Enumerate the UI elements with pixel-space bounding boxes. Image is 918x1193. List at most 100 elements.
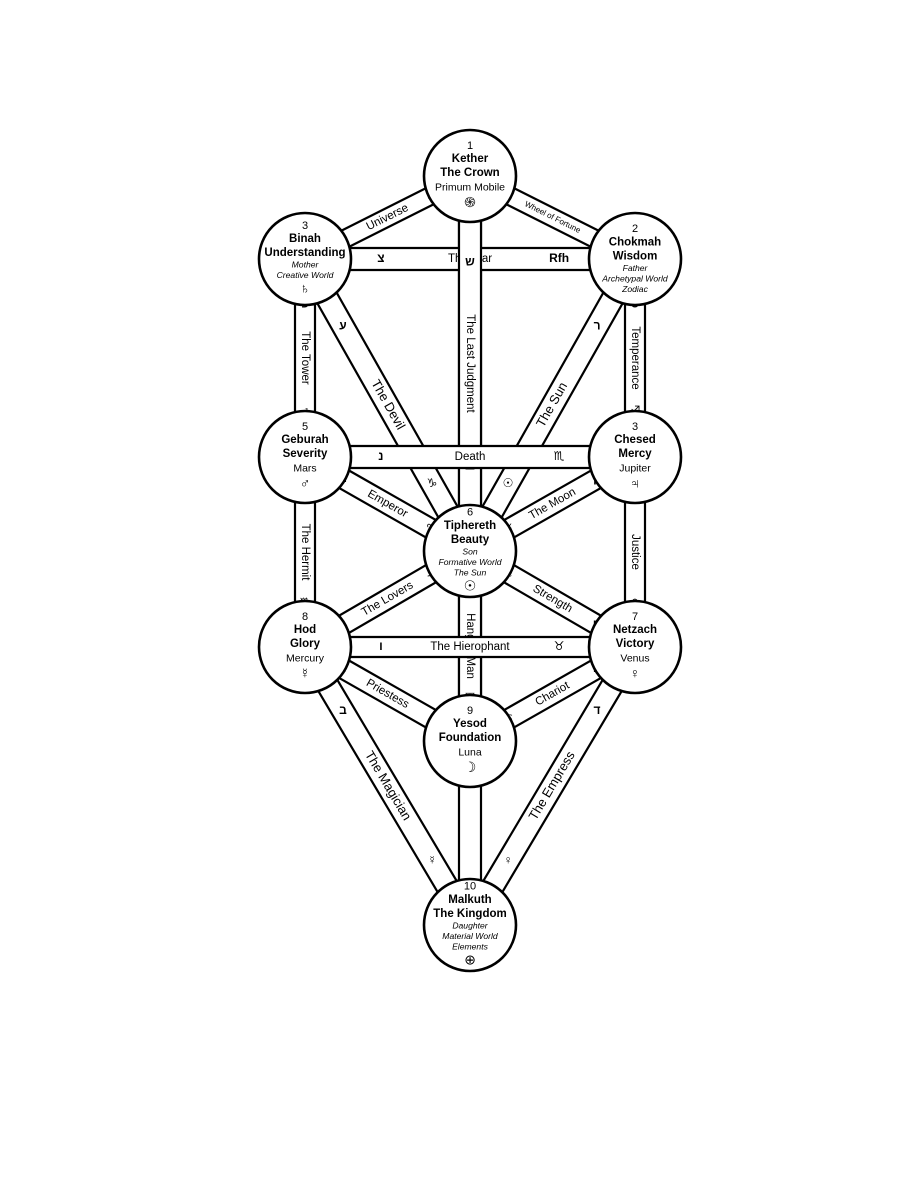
path-label: Death — [455, 451, 486, 463]
sephirah-attribute: Luna — [458, 746, 482, 758]
sephirah-title: Victory — [616, 638, 655, 650]
sephirah-italic-note: Father — [623, 263, 649, 273]
hebrew-letter-glyph: ש — [465, 254, 475, 268]
sephirah-symbol-icon: ⊕ — [464, 951, 476, 967]
sephirah-title: Foundation — [439, 732, 502, 744]
sephirah-italic-note: Son — [462, 546, 478, 556]
sephirah-name: Geburah — [281, 434, 328, 446]
hebrew-letter-glyph: ו — [379, 639, 383, 653]
sephirah-circle — [257, 211, 353, 307]
sephirah-attribute: Mars — [293, 462, 316, 474]
sephirah-italic-note: Zodiac — [621, 284, 648, 294]
path-sign-glyph: ♉ — [554, 639, 565, 653]
sephirah-number: 3 — [632, 421, 638, 433]
sephirah-circle — [257, 599, 353, 695]
sephirah-circle — [422, 128, 518, 224]
path-sign-glyph: ☉ — [503, 476, 514, 490]
sephirah-italic-note: Formative World — [438, 557, 501, 567]
sephirah-symbol-icon: ♄ — [300, 280, 311, 296]
sephirah-title: Severity — [283, 448, 328, 460]
path-sign-glyph: ♑ — [427, 476, 438, 490]
sephirah-number: 5 — [302, 421, 308, 433]
sephirah-symbol-icon: ֍ — [464, 194, 475, 210]
sephirah-title: Mercy — [618, 448, 652, 460]
sephirah-number: 9 — [467, 705, 473, 717]
sephirah-italic-note: Elements — [452, 941, 489, 951]
path-label: The Hierophant — [430, 641, 510, 653]
path-label: The Hermit — [299, 524, 311, 582]
hebrew-letter-glyph: ר — [594, 318, 601, 332]
hebrew-letter-glyph: ע — [339, 318, 346, 332]
sephirah-number: 3 — [302, 220, 308, 232]
sephirah-circle — [257, 409, 353, 505]
sephirah-name: Chesed — [614, 434, 656, 446]
path-label: The Empress — [525, 748, 578, 823]
sephirah-circle — [587, 211, 683, 307]
sephirah-name: Chokmah — [609, 236, 661, 248]
sephirah-symbol-icon: ♂ — [300, 475, 311, 491]
path-label: The Last Judgment — [464, 314, 476, 413]
path-label: Temperance — [629, 326, 641, 389]
sephirah-italic-note: Daughter — [452, 920, 488, 930]
sephirah-circle — [587, 599, 683, 695]
path-label: Justice — [629, 534, 641, 570]
sephirah-italic-note: Archetypal World — [601, 273, 668, 283]
sephirah-number: 8 — [302, 611, 308, 623]
hebrew-letter-glyph: צ — [377, 251, 384, 265]
sephirah-name: Yesod — [453, 718, 487, 730]
path-sign-glyph: ♏ — [554, 449, 565, 463]
sephirah-name: Malkuth — [448, 894, 491, 906]
sephirah-italic-note: Mother — [292, 260, 320, 270]
sephirah-circle — [422, 693, 518, 789]
sephirah-attribute: Jupiter — [619, 462, 651, 474]
hebrew-letter-glyph: ב — [339, 703, 347, 717]
path-label: The Tower — [299, 331, 311, 385]
sephirah-title: Understanding — [264, 247, 345, 259]
hebrew-letter-glyph: נ — [378, 449, 383, 463]
sephirah-title: The Crown — [440, 167, 499, 179]
sephirah-number: 10 — [464, 881, 476, 893]
sephirah-title: Glory — [290, 638, 321, 650]
path-death: Death נ ♏ — [303, 444, 637, 470]
sephirah-name: Netzach — [613, 624, 657, 636]
sephirah-symbol-icon: ☽ — [464, 759, 477, 775]
sephirah-symbol-icon: ☉ — [464, 577, 477, 593]
sephirah-symbol-icon: ♀ — [630, 665, 641, 681]
sephirah-number: 7 — [632, 611, 638, 623]
sephirah-symbol-icon: ☿ — [300, 665, 311, 681]
sephirah-number: 2 — [632, 223, 638, 235]
path-label: The Magician — [362, 748, 415, 823]
sephirah-attribute: Mercury — [286, 652, 325, 664]
sephirah-name: Hod — [294, 624, 316, 636]
sephirah-title: Wisdom — [613, 250, 658, 262]
sephirah-name: Tiphereth — [444, 520, 496, 532]
sephirah-name: Kether — [452, 153, 489, 165]
sephirah-name: Binah — [289, 233, 321, 245]
path-sign-glyph: ☿ — [428, 853, 437, 867]
sephirah-circle — [422, 877, 518, 973]
sephirah-circle — [587, 409, 683, 505]
path-the-hierophant: The Hierophant ו ♉ — [303, 635, 637, 659]
sephirah-symbol-icon: ♃ — [630, 475, 641, 491]
sephirah-number: 1 — [467, 140, 473, 152]
path-sign-glyph: Rfh — [549, 251, 569, 265]
sephirah-title: The Kingdom — [433, 908, 506, 920]
path-sign-glyph: ♀ — [503, 853, 512, 867]
sephirah-number: 6 — [467, 507, 473, 519]
sephirah-italic-note: The Sun — [454, 567, 487, 577]
sephirah-circle — [422, 503, 518, 599]
sephirah-attribute: Venus — [620, 652, 649, 664]
